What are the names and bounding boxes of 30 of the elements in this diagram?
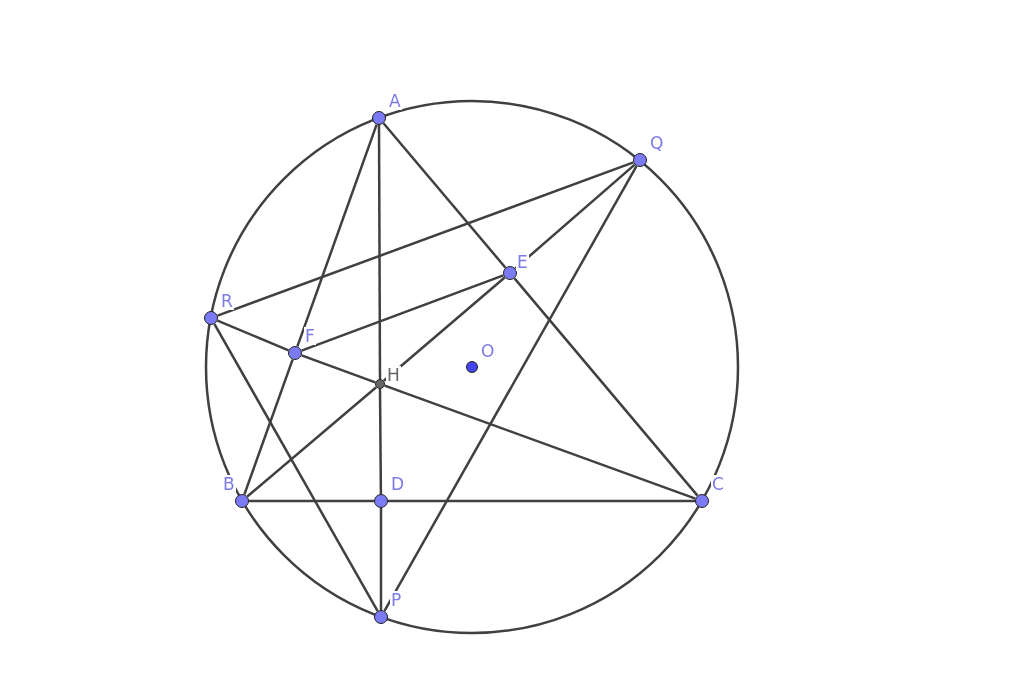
line-segment xyxy=(378,389,383,494)
point-label: R xyxy=(220,292,234,310)
line-segment xyxy=(382,122,507,269)
line-segment xyxy=(379,508,383,610)
line-segment xyxy=(377,125,382,379)
point-label: P xyxy=(390,591,403,609)
line-segment xyxy=(213,323,379,612)
line-segment xyxy=(384,384,696,500)
line-segment xyxy=(388,499,695,503)
point-label: H xyxy=(386,366,401,384)
line-segment xyxy=(301,354,376,384)
line-segment xyxy=(246,386,377,498)
point-label: E xyxy=(516,253,529,271)
point-label: B xyxy=(222,475,236,493)
point-label: Q xyxy=(649,134,665,152)
point-label: C xyxy=(711,475,725,493)
point-label: F xyxy=(304,327,316,345)
line-segment xyxy=(249,499,374,503)
point-label: O xyxy=(480,342,496,360)
point-label: A xyxy=(388,92,402,110)
line-segment xyxy=(217,161,634,317)
line-segment xyxy=(296,124,378,347)
line-segment xyxy=(383,165,638,612)
line-segment xyxy=(243,359,294,495)
line-segment xyxy=(513,277,699,497)
line-segment xyxy=(301,274,504,352)
point-label: D xyxy=(390,475,406,493)
line-segment xyxy=(514,163,636,270)
line-segment xyxy=(383,276,506,382)
line-segment xyxy=(217,319,289,352)
